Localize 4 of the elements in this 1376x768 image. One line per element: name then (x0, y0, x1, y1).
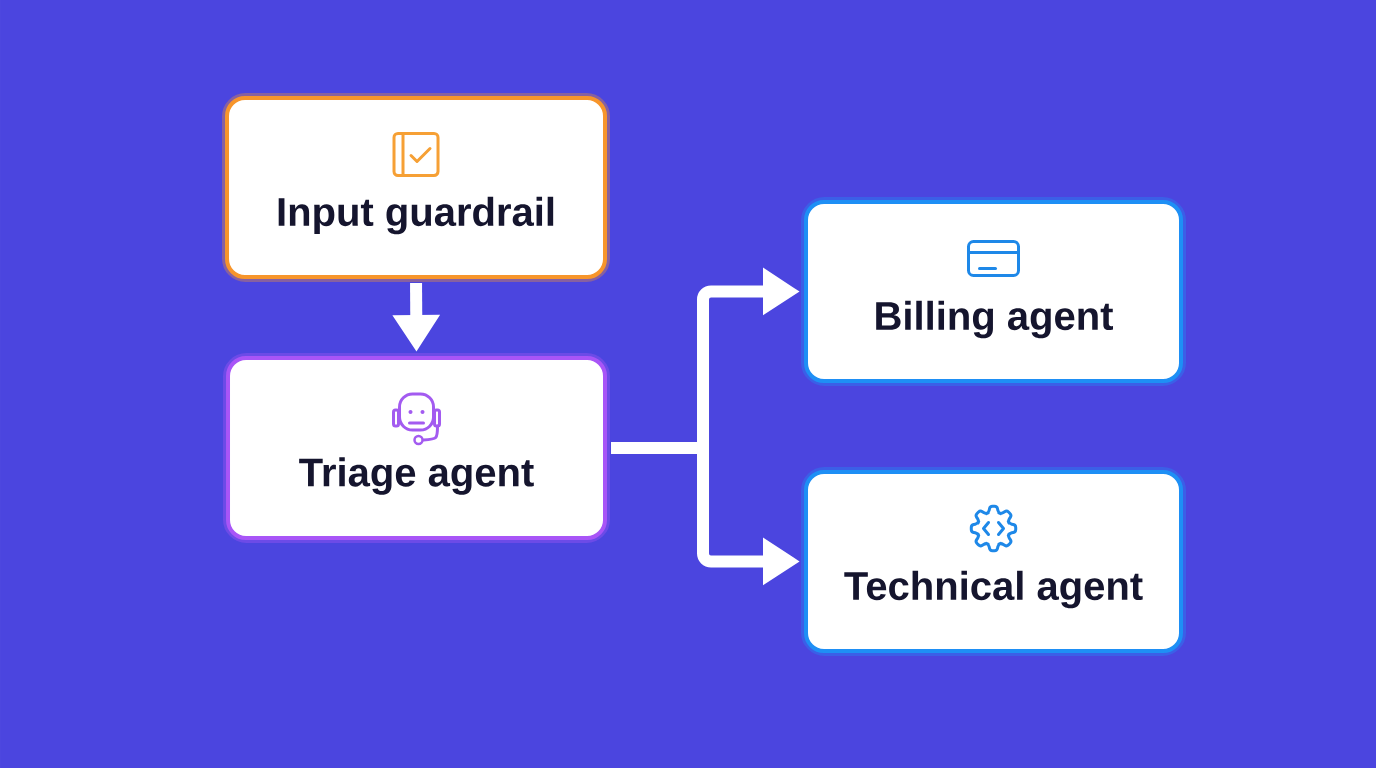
process-box: Billing agent (801, 197, 1186, 386)
process-box: Input guardrail (222, 93, 610, 282)
process-box: Triage agent (223, 353, 610, 543)
process-box: Technical agent (801, 467, 1186, 656)
